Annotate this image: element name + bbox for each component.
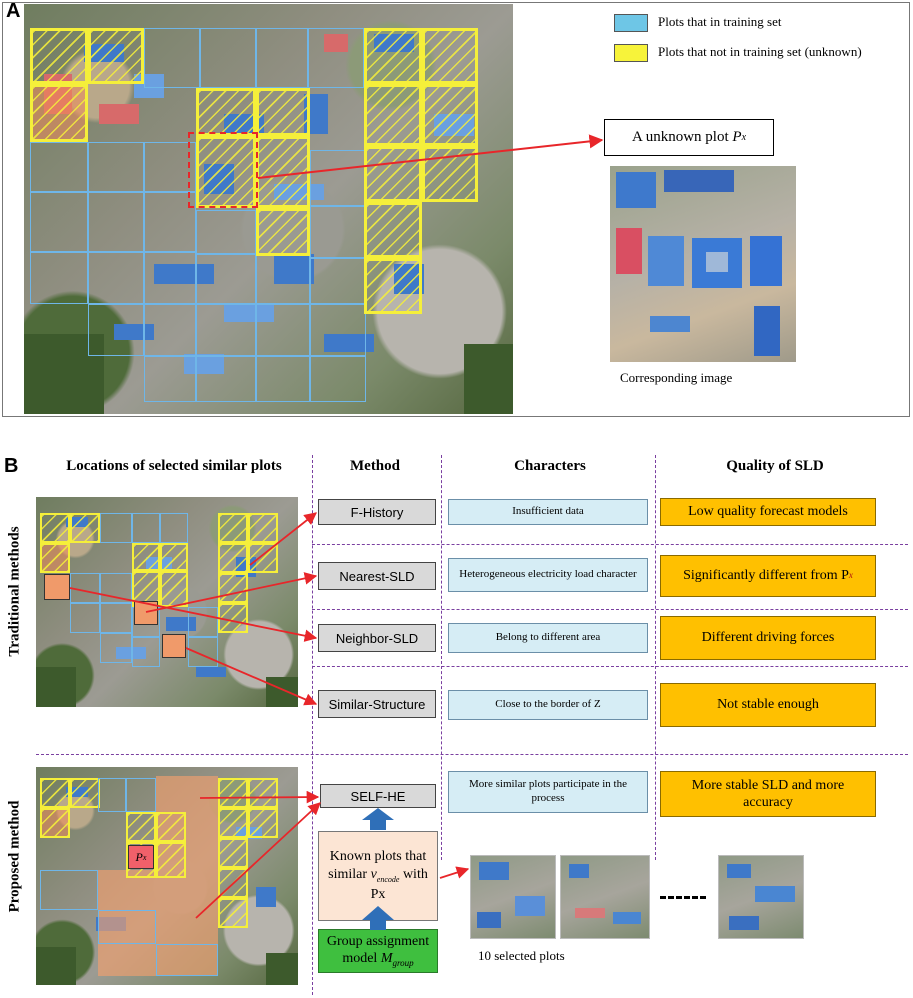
character-f-history: Insufficient data xyxy=(448,499,648,525)
selected-plot-thumb-1 xyxy=(470,855,556,939)
legend-swatch-unknown xyxy=(614,44,648,62)
selected-plot-nearest xyxy=(44,574,70,600)
corresponding-image xyxy=(610,166,796,362)
selected-plots-caption: 10 selected plots xyxy=(478,948,565,963)
legend-swatch-training xyxy=(614,14,648,32)
proposed-map-marker-symbol: P xyxy=(135,849,143,864)
group-model-line-2: model Mgroup xyxy=(342,951,413,969)
divider-horizontal-1 xyxy=(312,544,908,545)
group-model-sub: group xyxy=(392,957,414,968)
corresponding-image-caption: Corresponding image xyxy=(620,370,733,385)
method-neighbor-sld: Neighbor-SLD xyxy=(318,624,436,652)
known-plots-line-3: Px xyxy=(370,886,386,902)
header-characters: Characters xyxy=(514,458,586,474)
up-arrow-to-self-he xyxy=(362,808,394,830)
quality-self-he: More stable SLD and more accuracy xyxy=(660,771,876,817)
character-neighbor-sld: Belong to different area xyxy=(448,623,648,653)
legend-label-unknown: Plots that not in training set (unknown) xyxy=(658,44,862,59)
side-label-proposed: Proposed method xyxy=(6,800,23,913)
panel-a-frame xyxy=(2,2,910,417)
selected-plot-thumb-2 xyxy=(560,855,650,939)
known-plots-line-1: Known plots that xyxy=(329,849,427,865)
selected-plot-neighbor xyxy=(134,601,158,625)
arrow-to-thumbnails xyxy=(439,866,470,879)
known-plots-box: Known plots that similar vencode with Px xyxy=(318,831,438,921)
method-nearest-sld: Nearest-SLD xyxy=(318,562,436,590)
divider-horizontal-2 xyxy=(312,609,908,610)
divider-vertical-3 xyxy=(655,455,656,860)
known-plots-line-2a: similar xyxy=(328,867,371,883)
method-f-history: F-History xyxy=(318,499,436,525)
group-model-M: M xyxy=(380,950,393,966)
panel-b-letter: B xyxy=(4,455,19,477)
unknown-plot-subscript: x xyxy=(741,132,747,143)
quality-nearest-sld-text: Significantly different from P xyxy=(683,568,849,584)
divider-horizontal-4 xyxy=(36,754,908,755)
quality-similar-structure: Not stable enough xyxy=(660,683,876,727)
known-plots-line-2b: with xyxy=(399,867,428,883)
character-nearest-sld: Heterogeneous electricity load character xyxy=(448,558,648,592)
group-model-line-1: Group assignment xyxy=(326,933,430,949)
known-plots-v: v xyxy=(370,867,377,883)
known-plots-line-2: similar vencode with xyxy=(328,866,428,885)
selected-plot-thumb-10 xyxy=(718,855,804,939)
unknown-plot-marker xyxy=(188,132,258,208)
group-model-line-2a: model xyxy=(342,950,381,966)
character-similar-structure: Close to the border of Z xyxy=(448,690,648,720)
side-label-traditional: Traditional methods xyxy=(6,526,23,657)
legend-label-training: Plots that in training set xyxy=(658,14,782,29)
character-self-he: More similar plots participate in the pr… xyxy=(448,771,648,813)
header-quality: Quality of SLD xyxy=(726,458,824,474)
divider-horizontal-3 xyxy=(312,666,908,667)
header-locations: Locations of selected similar plots xyxy=(66,458,282,474)
divider-vertical-2 xyxy=(441,455,442,860)
method-similar-structure: Similar-Structure xyxy=(318,690,436,718)
header-method: Method xyxy=(350,458,400,474)
group-assignment-model-box: Group assignment model Mgroup xyxy=(318,929,438,973)
panel-a-letter: A xyxy=(6,0,21,22)
ellipsis-dashes xyxy=(660,896,706,899)
known-plots-v-sub: encode xyxy=(376,875,400,885)
unknown-plot-label: A unknown plot xyxy=(631,129,733,145)
quality-f-history: Low quality forecast models xyxy=(660,498,876,526)
quality-nearest-sld-subscript: x xyxy=(848,570,853,581)
selected-plot-structure xyxy=(162,634,186,658)
divider-vertical-1 xyxy=(312,455,313,995)
proposed-map-marker-subscript: x xyxy=(142,852,147,862)
method-self-he: SELF-HE xyxy=(320,784,436,808)
unknown-plot-symbol: P xyxy=(732,129,742,145)
quality-neighbor-sld: Different driving forces xyxy=(660,616,876,660)
